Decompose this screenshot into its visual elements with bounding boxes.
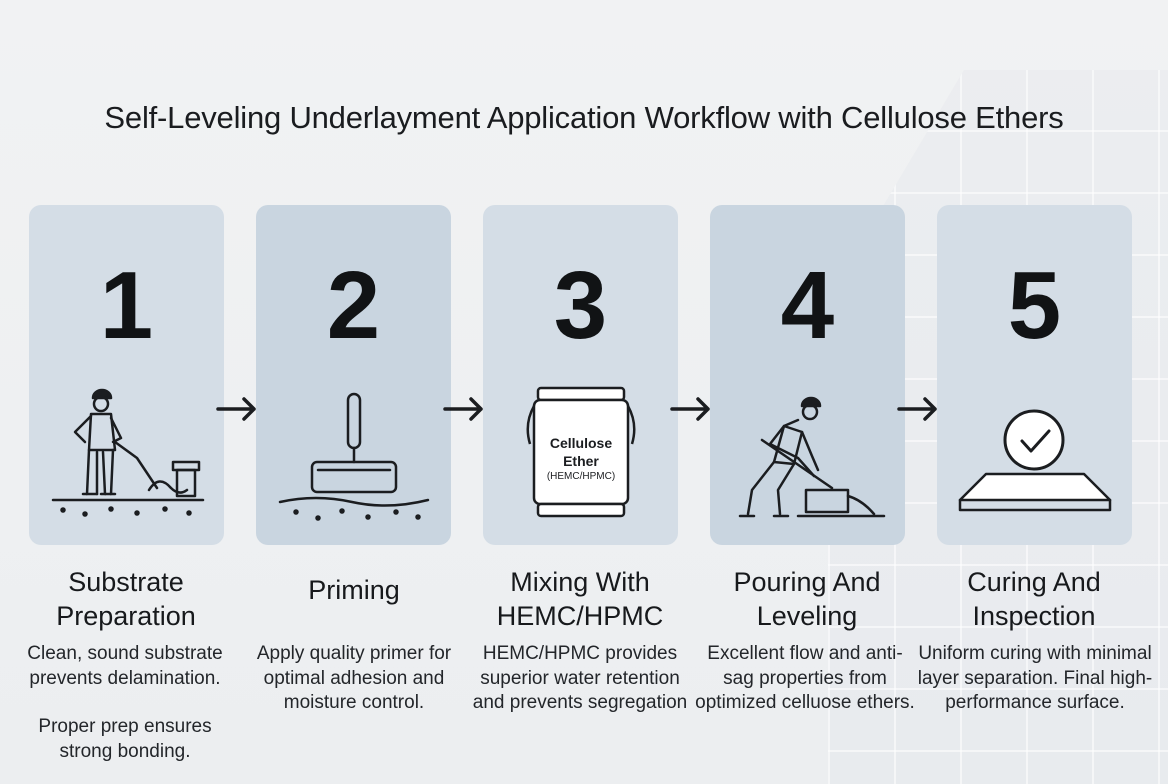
step-desc-1-text-2: Proper prep ensures strong bonding. xyxy=(38,716,212,762)
arrow-right-icon xyxy=(897,397,937,421)
cement-bag-icon xyxy=(526,386,636,518)
step-title-2: Priming xyxy=(308,575,400,605)
step-number-1: 1 xyxy=(99,252,154,359)
page-title: Self-Leveling Underlayment Application W… xyxy=(104,100,1064,135)
arrow-right-icon xyxy=(216,397,256,421)
worker-pouring-icon xyxy=(738,396,886,518)
step-desc-3: HEMC/HPMC provides superior water retent… xyxy=(472,643,688,713)
bag-label-line3: (HEMC/HPMC) xyxy=(546,471,616,482)
step-desc-1-text: Clean, sound substrate prevents delamina… xyxy=(27,643,223,689)
step-number-5: 5 xyxy=(1007,252,1062,359)
arrow-right-icon xyxy=(443,397,483,421)
paint-roller-icon xyxy=(278,392,430,521)
step-number-3: 3 xyxy=(553,252,608,359)
step-number-4: 4 xyxy=(780,252,835,359)
step-card-1 xyxy=(29,205,224,545)
worker-shoveling-icon xyxy=(51,388,205,517)
checkmark-surface-icon xyxy=(958,409,1112,512)
bag-label-line2: Ether xyxy=(563,453,599,469)
step-desc-1: Clean, sound substrate prevents delamina… xyxy=(11,642,239,764)
arrow-right-icon xyxy=(670,397,710,421)
step-desc-5: Uniform curing with minimal layer separa… xyxy=(917,643,1153,713)
step-number-2: 2 xyxy=(326,252,381,359)
step-desc-4: Excellent flow and anti-sag properties f… xyxy=(695,643,915,713)
step-card-2 xyxy=(256,205,451,545)
step-card-4 xyxy=(710,205,905,545)
step-desc-2: Apply quality primer for optimal adhesio… xyxy=(256,643,452,713)
bag-label-line1: Cellulose xyxy=(549,435,613,451)
